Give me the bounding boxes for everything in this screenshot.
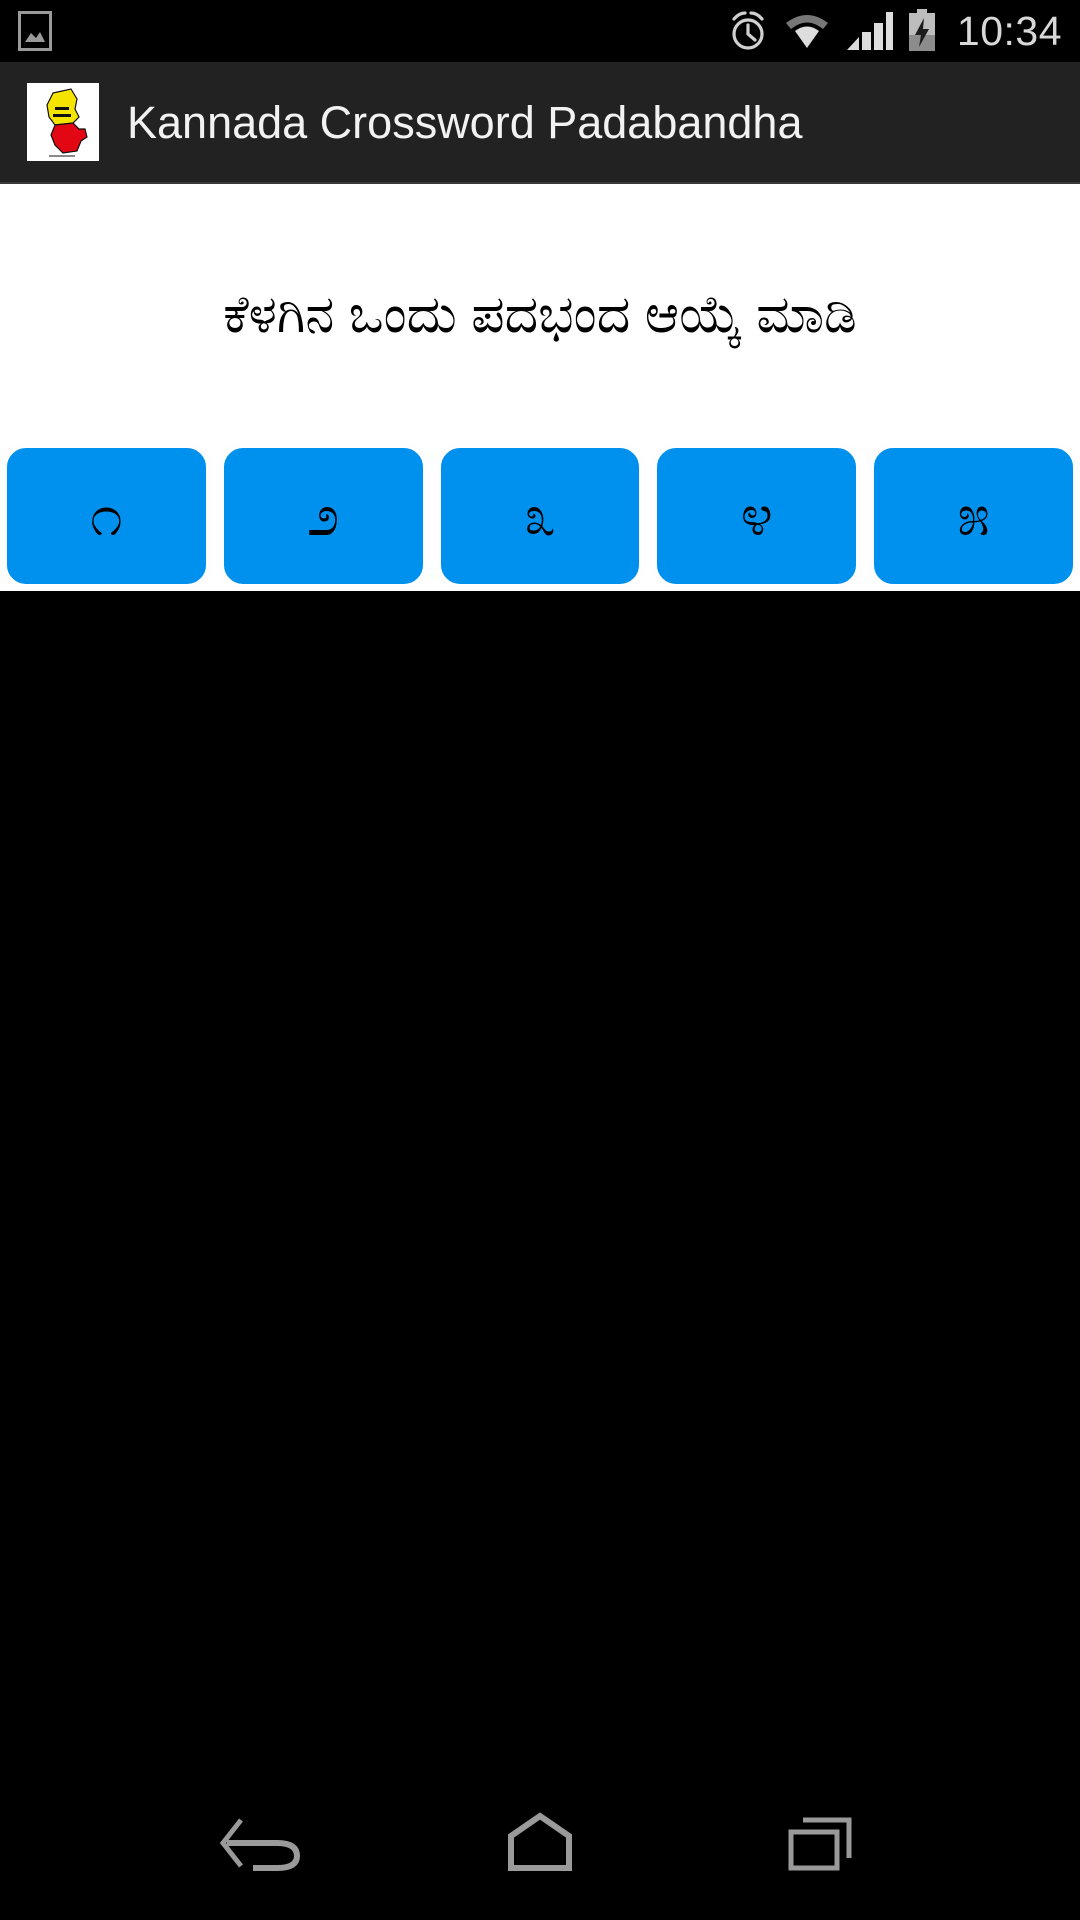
home-button[interactable] <box>465 1790 615 1900</box>
recent-apps-button[interactable] <box>745 1790 895 1900</box>
choice-button-5[interactable]: ೫ <box>867 441 1080 592</box>
alarm-clock-icon <box>727 9 769 53</box>
status-bar-right: 10:34 <box>727 9 1062 53</box>
status-bar: 10:34 <box>0 0 1080 62</box>
choice-button-3[interactable]: ೩ <box>433 441 647 592</box>
app-bar: Kannada Crossword Padabandha <box>0 62 1080 184</box>
cellular-signal-icon <box>845 10 893 52</box>
status-bar-clock: 10:34 <box>956 7 1062 54</box>
content-panel: ಕೆಳಗಿನ ಒಂದು ಪದಭಂದ ಆಯ್ಕೆ ಮಾಡಿ ೧ ೨ ೩ ೪ ೫ <box>0 184 1080 592</box>
karnataka-map-logo <box>27 83 99 161</box>
choice-button-1[interactable]: ೧ <box>0 441 213 592</box>
app-title: Kannada Crossword Padabandha <box>127 96 803 148</box>
choice-button-4[interactable]: ೪ <box>650 441 864 592</box>
empty-list-area <box>0 591 1080 1770</box>
battery-charging-icon <box>906 9 938 53</box>
android-navigation-bar <box>0 1770 1080 1920</box>
wifi-icon <box>782 10 832 52</box>
home-icon <box>485 1808 595 1883</box>
instruction-text: ಕೆಳಗಿನ ಒಂದು ಪದಭಂದ ಆಯ್ಕೆ ಮಾಡಿ <box>223 286 857 344</box>
image-notification-icon <box>18 11 52 51</box>
back-arrow-icon <box>205 1808 315 1883</box>
back-button[interactable] <box>185 1790 335 1900</box>
status-bar-left <box>18 11 52 51</box>
choice-button-2[interactable]: ೨ <box>216 441 430 592</box>
choice-button-row: ೧ ೨ ೩ ೪ ೫ <box>0 441 1080 592</box>
recent-apps-icon <box>765 1808 875 1883</box>
